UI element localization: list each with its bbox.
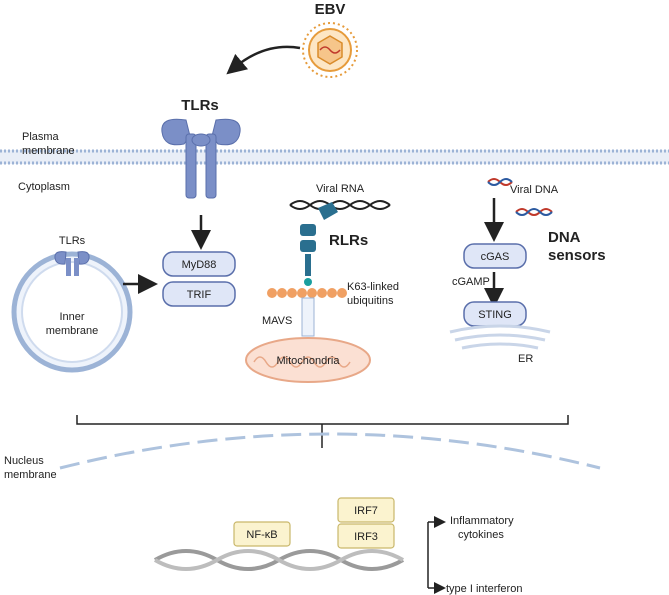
irf7-label: IRF7 [354, 505, 378, 517]
irf7-box: IRF7 [337, 497, 395, 523]
nucleus-membrane-label-2: membrane [4, 469, 57, 481]
dna-sensors-label-2: sensors [548, 247, 606, 264]
nucleus-membrane-label-1: Nucleus [4, 455, 44, 467]
nfkb-label: NF-κB [246, 529, 277, 541]
virus-entry-arrow [226, 45, 301, 75]
er-label: ER [518, 353, 533, 365]
ubiquitin-chain-icon [267, 288, 347, 298]
sting-label: STING [478, 309, 512, 321]
nuclear-dna-icon [153, 549, 405, 571]
viral-dna-icon [487, 178, 553, 216]
inflammatory-label-2: cytokines [458, 529, 504, 541]
mitochondria-icon [245, 337, 371, 383]
mitochondria-label: Mitochondria [277, 355, 341, 367]
rlr-protein-icon [300, 202, 338, 286]
inner-membrane-label-1: Inner [59, 311, 84, 323]
plasma-membrane-label-1: Plasma [22, 131, 60, 143]
cgamp-label: cGAMP [452, 276, 490, 288]
plasma-membrane [0, 149, 669, 165]
ebv-virus-icon [302, 22, 358, 78]
inflammatory-label-1: Inflammatory [450, 515, 514, 527]
cytoplasm-label: Cytoplasm [18, 181, 70, 193]
ebv-label: EBV [315, 1, 346, 18]
nucleus-membrane [59, 432, 601, 470]
tlrs-endosome-label: TLRs [59, 235, 86, 247]
trif-box: TRIF [162, 281, 236, 307]
cgas-box: cGAS [463, 243, 527, 269]
rlrs-label: RLRs [329, 232, 368, 249]
plasma-membrane-label-2: membrane [22, 145, 75, 157]
convergence-bracket [76, 415, 569, 448]
irf3-label: IRF3 [354, 531, 378, 543]
viral-rna-label: Viral RNA [316, 183, 365, 195]
viral-rna-icon [289, 200, 391, 210]
sting-box: STING [463, 301, 527, 327]
tlrs-top-label: TLRs [181, 97, 219, 114]
myd88-label: MyD88 [182, 259, 217, 271]
mavs-label: MAVS [262, 315, 292, 327]
k63-label-1: K63-linked [347, 281, 399, 293]
mavs-icon [301, 297, 315, 337]
inner-membrane-label-2: membrane [46, 325, 99, 337]
k63-label-2: ubiquitins [347, 295, 394, 307]
viral-dna-label: Viral DNA [510, 184, 559, 196]
tlr-endosome-receptor-icon [54, 251, 90, 276]
endosome [11, 251, 133, 373]
myd88-box: MyD88 [162, 251, 236, 277]
cgas-label: cGAS [481, 251, 510, 263]
tlr-receptor-icon [161, 118, 241, 199]
trif-label: TRIF [187, 289, 212, 301]
er-icon [449, 324, 551, 350]
dna-sensors-label-1: DNA [548, 229, 581, 246]
nfkb-box: NF-κB [233, 521, 291, 547]
type1-ifn-label: type I interferon [446, 583, 522, 595]
irf3-box: IRF3 [337, 523, 395, 549]
output-bracket [427, 516, 446, 594]
